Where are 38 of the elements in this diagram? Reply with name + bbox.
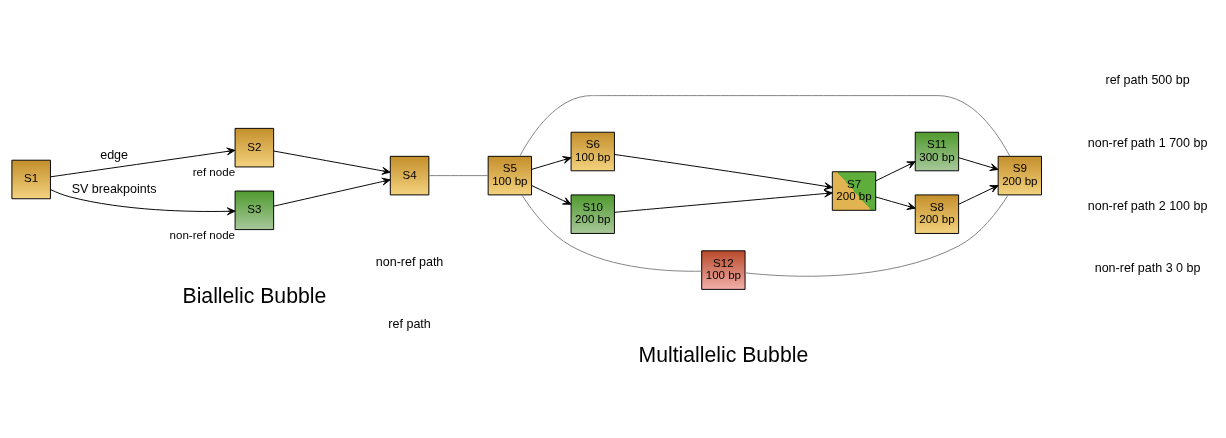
arrow xyxy=(958,157,999,172)
connector xyxy=(428,175,489,177)
node-box: S7 200 bp xyxy=(831,171,877,211)
node-label: non-ref node xyxy=(169,228,236,241)
arrow xyxy=(958,185,999,205)
label: non-ref path 1 700 bp xyxy=(1087,136,1208,151)
node-box: S9 200 bp xyxy=(997,155,1042,196)
node-label: ref node xyxy=(192,166,236,179)
node-box: S2 xyxy=(234,127,275,168)
arrow xyxy=(531,185,572,205)
node-box: S4 xyxy=(389,155,430,196)
node-box: S8 200 bp xyxy=(914,194,960,234)
node-box: S12 100 bp xyxy=(701,250,746,290)
label: ref path 500 bp xyxy=(1105,73,1190,88)
edge-label: edge xyxy=(100,147,129,162)
node-box: S1 xyxy=(11,159,51,200)
arrow xyxy=(875,161,916,182)
arrow xyxy=(273,150,391,175)
arrow xyxy=(614,154,833,191)
arrow xyxy=(50,147,236,178)
label: non-ref path 2 100 bp xyxy=(1087,198,1208,213)
label: Biallelic Bubble xyxy=(182,283,327,307)
arrow xyxy=(273,177,391,207)
node-box: S11 300 bp xyxy=(914,131,960,172)
label: Multiallelic Bubble xyxy=(638,343,809,367)
node-box: S5 100 bp xyxy=(487,155,532,196)
arrow xyxy=(531,156,572,170)
arrow xyxy=(50,189,236,216)
connector xyxy=(519,95,1011,157)
node-box: S3 xyxy=(234,190,275,231)
label: ref path xyxy=(388,317,431,332)
arrow xyxy=(875,196,916,210)
node-box: S6 100 bp xyxy=(570,131,615,172)
arrow xyxy=(614,189,833,213)
label: non-ref path 3 0 bp xyxy=(1094,261,1201,276)
edge-label: SV breakpoints xyxy=(71,182,157,197)
node-box: S10 200 bp xyxy=(570,194,615,234)
label: non-ref path xyxy=(375,254,444,269)
